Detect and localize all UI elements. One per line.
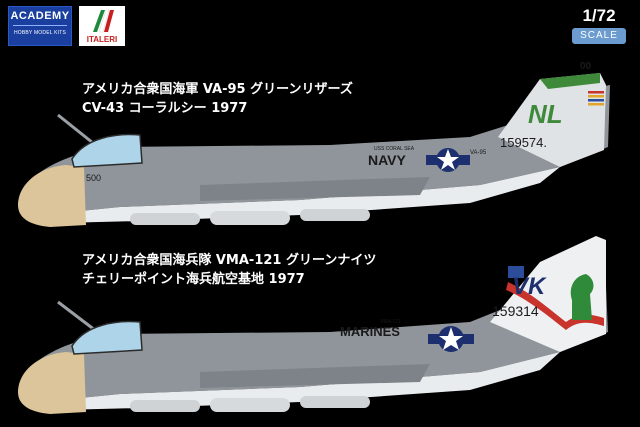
- academy-logo: ACADEMY HOBBY MODEL KITS: [8, 6, 72, 46]
- knight-chess-icon: [570, 274, 594, 320]
- squadron-label: VA-95: [470, 150, 487, 156]
- variant-2-caption-line2: チェリーポイント海兵航空基地 1977: [82, 272, 305, 287]
- variant-2-caption-line1: アメリカ合衆国海兵隊 VMA-121 グリーンナイツ: [82, 253, 377, 268]
- fuselage: [18, 240, 608, 402]
- academy-logo-rule: [13, 25, 67, 26]
- tail-code: VK: [512, 273, 547, 300]
- wing: [200, 364, 430, 388]
- nose-number: 500: [86, 173, 101, 183]
- italeri-logo: ITALERI: [79, 6, 125, 46]
- bureau-number: 159314: [492, 303, 539, 319]
- variant-1-caption-line2: CV-43 コーラルシー 1977: [82, 101, 248, 116]
- external-stores: [130, 209, 370, 225]
- bureau-number: 159574.: [500, 135, 547, 150]
- ship-label: USS CORAL SEA: [374, 146, 415, 152]
- scale-ratio: 1/72: [582, 6, 616, 25]
- service-label: MARINES: [340, 324, 400, 339]
- underside: [40, 167, 560, 223]
- tail-green-cap: [540, 73, 600, 89]
- fuselage: [18, 85, 610, 215]
- variant-1-aircraft: NL 00 159574. NAVY VA-95 USS CORAL SEA 5…: [18, 61, 610, 227]
- national-insignia: [426, 148, 470, 172]
- national-insignia: [428, 326, 474, 352]
- canopy: [71, 320, 143, 355]
- tail-modex: 00: [580, 61, 592, 72]
- nose-radome: [18, 352, 86, 414]
- external-stores: [130, 396, 370, 412]
- scale-word: SCALE: [572, 28, 626, 44]
- service-label: NAVY: [368, 152, 407, 168]
- tail-code: NL: [528, 99, 563, 129]
- nose-radome: [18, 165, 86, 227]
- tail-fin: [498, 73, 606, 167]
- canopy: [71, 133, 143, 168]
- tail-stripes: [588, 91, 604, 106]
- italeri-logo-name: ITALERI: [86, 35, 118, 44]
- italeri-flag-icon: [93, 9, 114, 33]
- variant-1-caption-line1: アメリカ合衆国海軍 VA-95 グリーンリザーズ: [82, 82, 353, 97]
- underside: [40, 352, 560, 410]
- academy-logo-tagline: HOBBY MODEL KITS: [13, 30, 67, 36]
- variant-2-aircraft: VK 159314 MARINES VMA-121: [18, 236, 608, 414]
- squadron-label: VMA-121: [380, 319, 401, 325]
- scale-badge: 1/72 SCALE: [566, 6, 632, 48]
- academy-logo-name: ACADEMY: [10, 10, 70, 22]
- wing: [200, 177, 430, 201]
